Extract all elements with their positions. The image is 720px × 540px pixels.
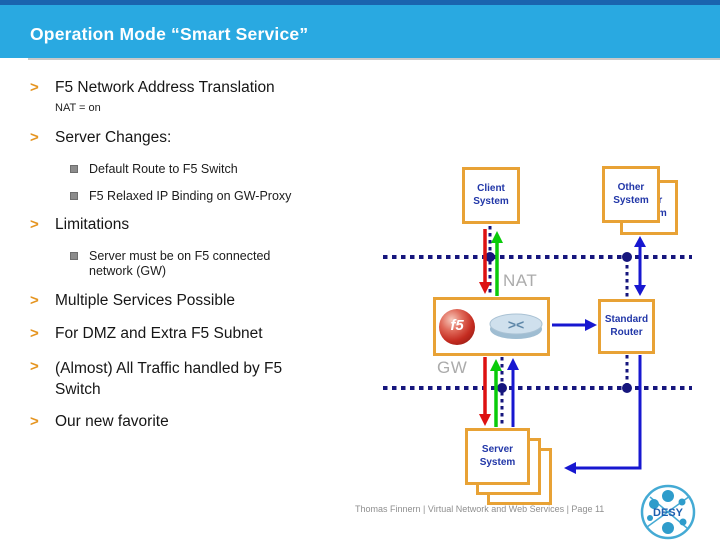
f5-logo-icon: f5 [439,308,475,345]
sub-bullet-text: Default Route to F5 Switch [89,162,238,176]
chevron-bullet-icon: > [30,129,39,146]
header-divider [28,58,720,60]
sub-bullet-item: Server must be on F5 connected network (… [70,249,284,279]
bullet-item: > F5 Network Address Translation [30,79,275,97]
desy-logo-dots [647,490,687,534]
chevron-bullet-icon: > [30,292,39,309]
bullet-text: Server Changes: [55,129,172,146]
bullet-text: F5 Network Address Translation [55,79,275,96]
chevron-bullet-icon: > [30,413,39,430]
square-bullet-icon [70,251,78,260]
bullet-item: > Our new favorite [30,413,169,431]
switch-arrows-glyph: >< [508,316,524,332]
chevron-bullet-icon: > [30,216,39,233]
node-f5-switch: f5 >< [433,297,550,356]
bullet-item: > Server Changes: [30,129,171,147]
node-server-system: Server System [465,428,530,485]
sub-bullet-text: Server must be on F5 connected network (… [89,249,271,278]
bullet-item: > For DMZ and Extra F5 Subnet [30,325,263,343]
bullet-text: For DMZ and Extra F5 Subnet [55,325,263,342]
gw-label: GW [437,358,468,377]
square-bullet-icon [70,164,78,173]
node-other-system: Other System [602,166,660,223]
bullet-item: > Limitations [30,216,129,234]
sub-bullet-item: F5 Relaxed IP Binding on GW-Proxy [70,189,291,203]
bullet-item: > Multiple Services Possible [30,292,235,310]
chevron-bullet-icon: > [30,358,39,375]
bullet-text: (Almost) All Traffic handled by F5 Switc… [55,360,283,398]
network-switch-icon: >< [489,313,543,339]
desy-logo: DESY [640,484,696,540]
sub-bullet-item: Default Route to F5 Switch [70,162,238,176]
slide-header: Operation Mode “Smart Service” [0,5,720,58]
bullet-text: Our new favorite [55,413,169,430]
node-standard-router: Standard Router [598,299,655,354]
bullet-text: Limitations [55,216,130,233]
chevron-bullet-icon: > [30,79,39,96]
sub-bullet-text: F5 Relaxed IP Binding on GW-Proxy [89,189,292,203]
desy-logo-text: DESY [653,507,684,519]
page-title: Operation Mode “Smart Service” [30,24,309,44]
bullet-item: > (Almost) All Traffic handled by F5 Swit… [30,358,283,400]
nat-label: NAT [503,271,538,290]
footer-text: Thomas Finnern | Virtual Network and Web… [355,504,605,514]
chevron-bullet-icon: > [30,325,39,342]
bullet-text: Multiple Services Possible [55,292,236,309]
top-accent-strip [0,0,720,5]
square-bullet-icon [70,191,78,200]
bullet-note: NAT = on [55,102,101,114]
node-client-system: Client System [462,167,520,224]
